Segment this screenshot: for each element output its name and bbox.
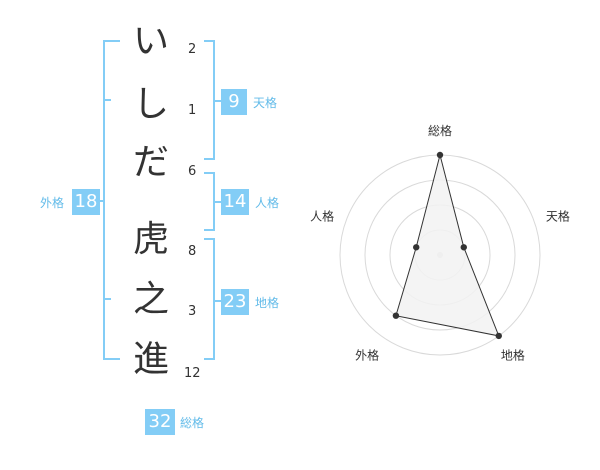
radar-point-2 bbox=[460, 244, 467, 251]
tenkaku-bracket-top bbox=[204, 40, 215, 42]
chikaku-connector bbox=[213, 300, 221, 302]
name-char-2: し bbox=[132, 84, 169, 125]
tenkaku-label: 天格 bbox=[253, 96, 278, 110]
jinkaku-bracket-bottom bbox=[204, 229, 215, 231]
radar-axis-label-1: 総格 bbox=[428, 123, 452, 138]
jinkaku-connector bbox=[213, 201, 221, 203]
chikaku-label: 地格 bbox=[255, 296, 280, 310]
tenkaku-bracket-bottom bbox=[204, 158, 215, 160]
radar-point-4 bbox=[392, 312, 400, 319]
gaikaku-bracket-tick-lower bbox=[103, 298, 111, 300]
jinkaku-bracket-top bbox=[204, 172, 215, 174]
radar-point-1 bbox=[436, 151, 444, 159]
jinkaku-value-box: 14 bbox=[221, 189, 249, 215]
name-char-6: 進 bbox=[132, 339, 169, 380]
stroke-count-6: 12 bbox=[184, 366, 201, 381]
chikaku-bracket-vertical bbox=[213, 238, 215, 360]
radar-axis-label-4: 外格 bbox=[355, 347, 379, 362]
chikaku-bracket-bottom bbox=[204, 358, 215, 360]
soukaku-label: 総格 bbox=[180, 416, 205, 430]
radar-axis-label-3: 地格 bbox=[501, 347, 525, 362]
gaikaku-connector bbox=[98, 200, 104, 202]
gaikaku-label: 外格 bbox=[40, 196, 65, 210]
name-char-1: い bbox=[132, 21, 169, 62]
stroke-count-1: 2 bbox=[188, 42, 197, 57]
gaikaku-bracket-bottom bbox=[103, 358, 120, 360]
name-char-3: だ bbox=[132, 142, 169, 183]
chikaku-value-box: 23 bbox=[221, 289, 249, 315]
soukaku-value-box: 32 bbox=[145, 409, 175, 435]
stroke-count-2: 1 bbox=[188, 103, 197, 118]
radar-value-polygon bbox=[395, 154, 500, 337]
stroke-count-5: 3 bbox=[188, 304, 197, 319]
gaikaku-bracket-tick-upper bbox=[103, 99, 111, 101]
gaikaku-bracket-top bbox=[103, 40, 120, 42]
stroke-count-4: 8 bbox=[188, 244, 197, 259]
name-char-5: 之 bbox=[132, 279, 169, 320]
radar-axis-label-2: 天格 bbox=[546, 209, 570, 224]
tenkaku-connector bbox=[213, 100, 221, 102]
radar-axis-label-5: 人格 bbox=[310, 209, 334, 224]
radar-point-3 bbox=[495, 332, 502, 340]
gaikaku-bracket-vertical bbox=[103, 40, 105, 360]
gaikaku-value-box: 18 bbox=[72, 189, 100, 215]
chikaku-bracket-top bbox=[204, 238, 215, 240]
radar-point-5 bbox=[413, 244, 420, 251]
stroke-count-3: 6 bbox=[188, 164, 197, 179]
tenkaku-value-box: 9 bbox=[221, 89, 247, 115]
jinkaku-label: 人格 bbox=[255, 196, 280, 210]
name-char-4: 虎 bbox=[132, 219, 169, 260]
